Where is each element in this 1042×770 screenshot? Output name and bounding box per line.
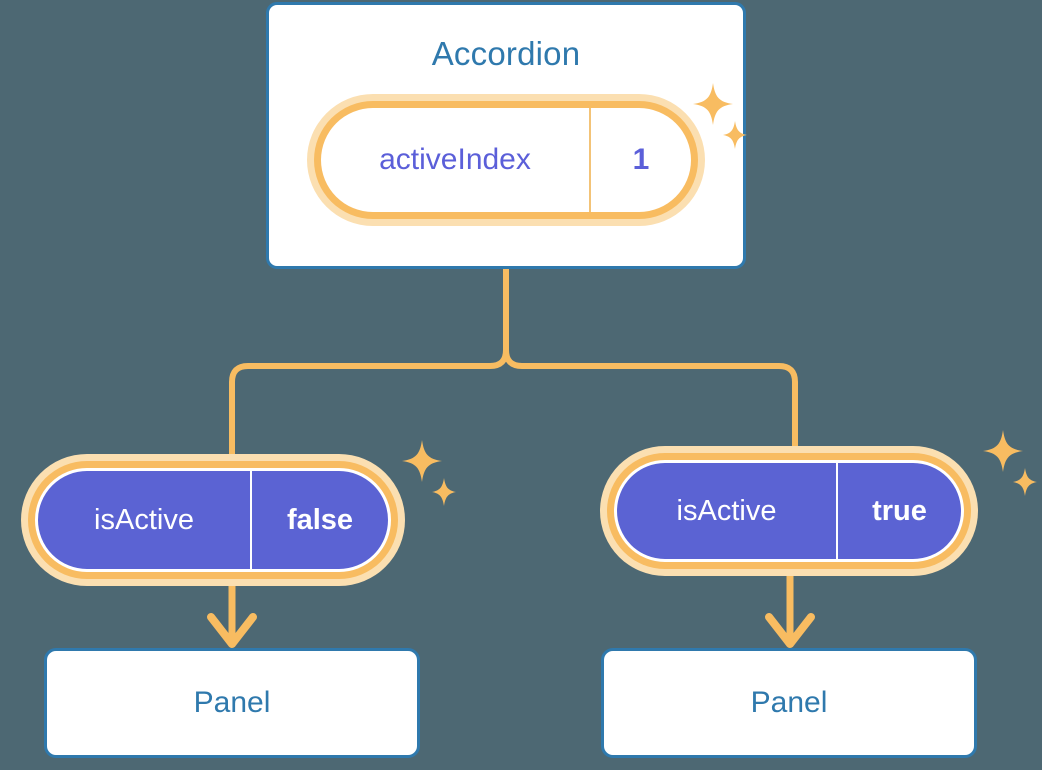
sparkle-icon-right (983, 430, 1037, 496)
prop-pill-key: isActive (94, 503, 194, 536)
prop-pill-value: true (872, 494, 927, 527)
prop-pill-value: false (286, 503, 354, 536)
sparkle-icon-left (402, 440, 456, 506)
panel-component-card-right[interactable]: Panel (601, 648, 977, 758)
state-pill-activeindex[interactable]: activeIndex 1 (307, 94, 705, 226)
pill-surface: isActive false (35, 468, 391, 572)
panel-card-title: Panel (193, 686, 271, 719)
connector-branch-left (229, 347, 509, 457)
pill-divider (836, 463, 838, 559)
arrow-down-icon-left (207, 586, 257, 648)
connector-branch-right (503, 347, 798, 449)
pill-surface: isActive true (614, 460, 964, 562)
panel-component-card-left[interactable]: Panel (44, 648, 420, 758)
arrow-down-icon-right (765, 576, 815, 648)
state-pill-value: 1 (632, 143, 650, 176)
pill-divider (250, 471, 252, 569)
prop-pill-key: isActive (676, 494, 777, 527)
state-pill-key: activeIndex (379, 143, 531, 176)
panel-card-title: Panel (750, 686, 828, 719)
prop-pill-isactive-right[interactable]: isActive true (600, 446, 978, 576)
pill-divider (589, 108, 591, 212)
pill-surface: activeIndex 1 (321, 108, 691, 212)
accordion-card-title: Accordion (431, 35, 581, 72)
prop-pill-isactive-left[interactable]: isActive false (21, 454, 405, 586)
